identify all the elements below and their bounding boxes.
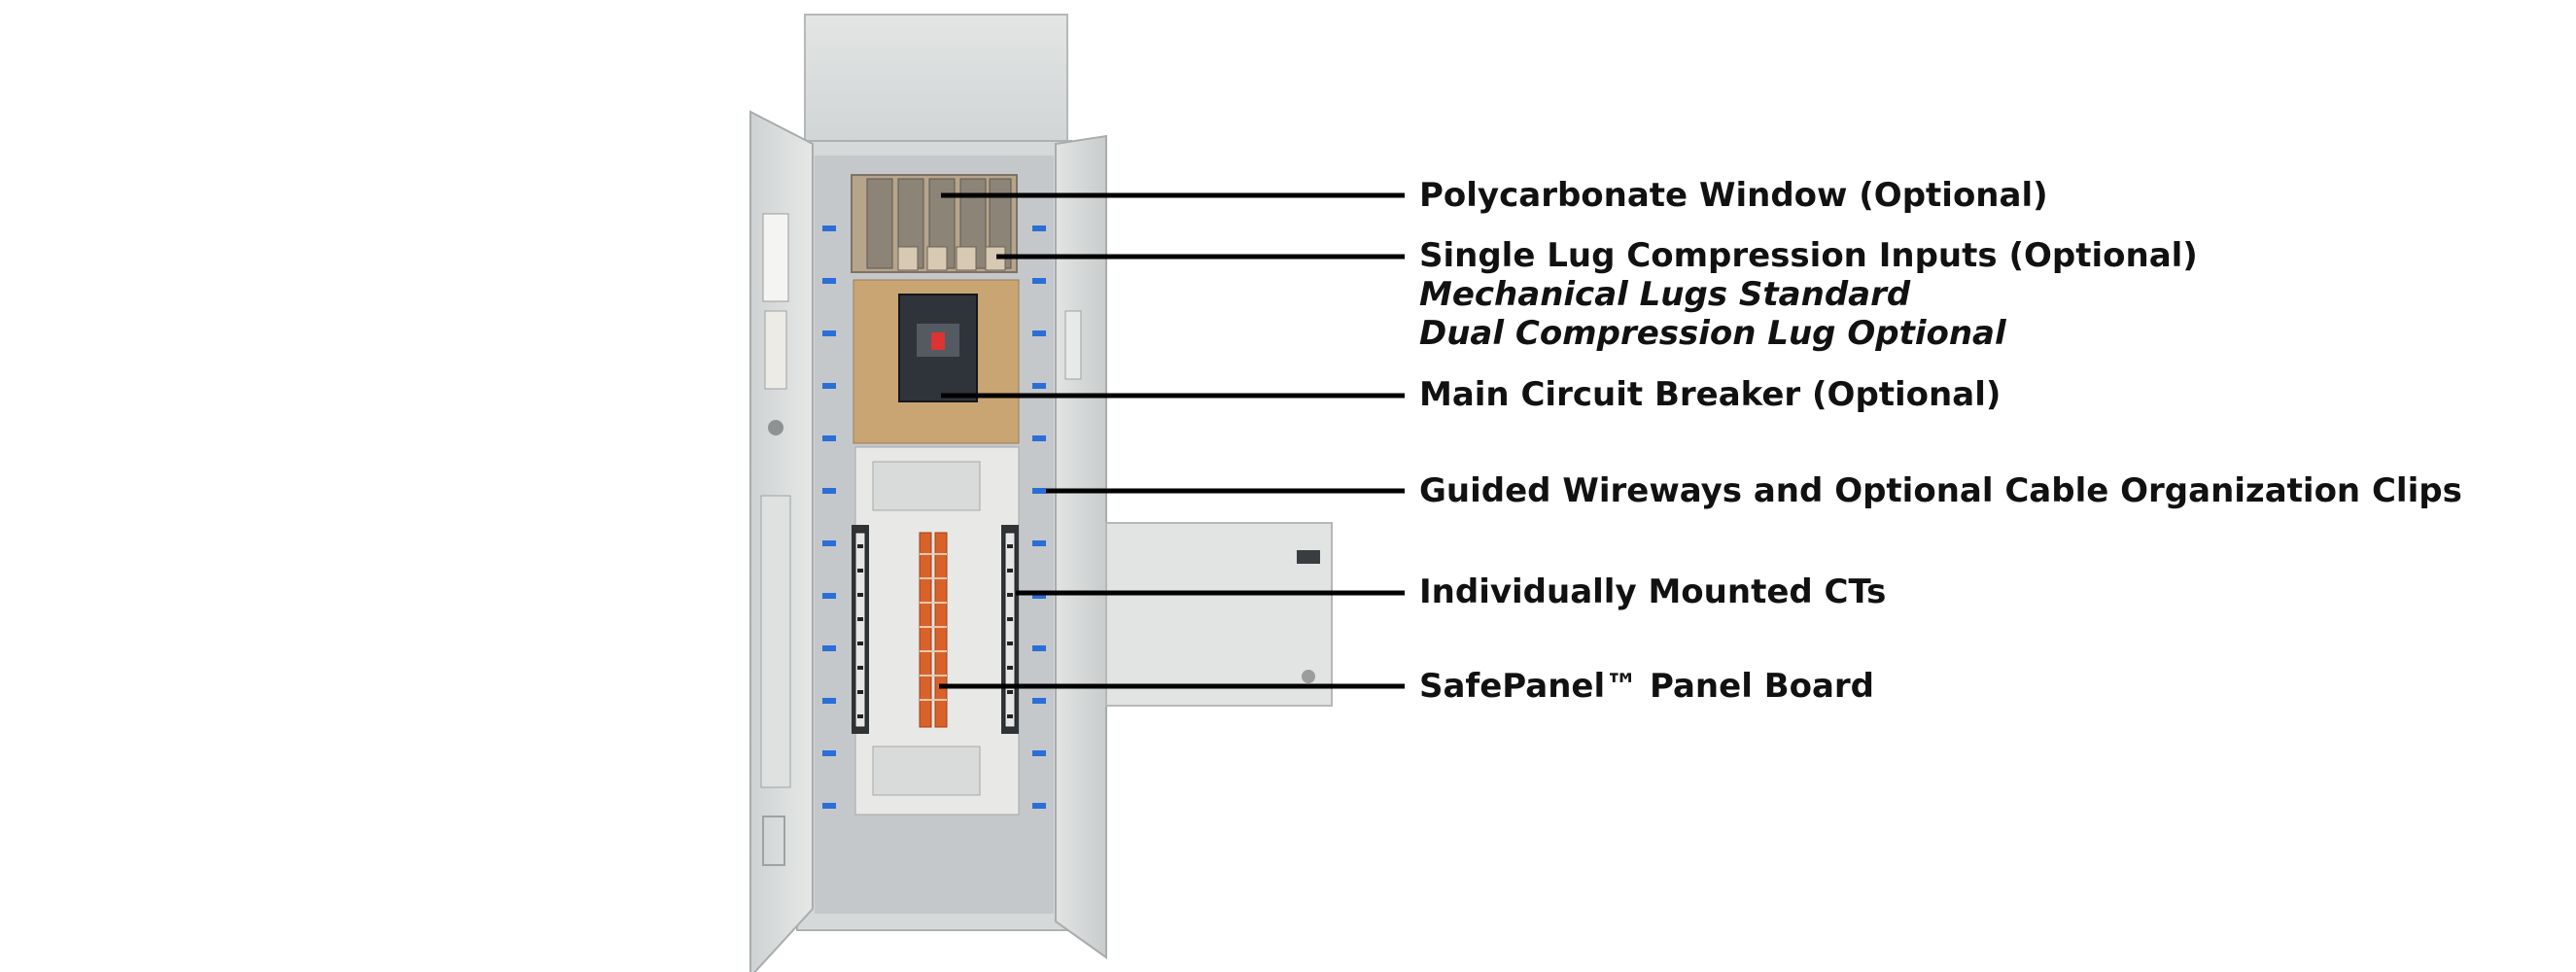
callout-lug-compression: Single Lug Compression Inputs (Optional) xyxy=(1419,236,2198,275)
breaker-indicator xyxy=(931,332,945,350)
panel-top-cover xyxy=(872,461,981,511)
panel-bottom-cover xyxy=(872,746,981,796)
cable-organization-clips xyxy=(822,226,1046,809)
door-label-sheet xyxy=(762,213,789,302)
callout-wireways: Guided Wireways and Optional Cable Organ… xyxy=(1419,471,2462,510)
ct-strip-right xyxy=(1001,525,1019,734)
door-hinge-latch xyxy=(768,420,783,435)
ct-strip-left xyxy=(852,525,869,734)
leader-lines xyxy=(939,192,1405,689)
side-box-lock xyxy=(1302,670,1315,683)
callout-cts: Individually Mounted CTs xyxy=(1419,573,1887,611)
callout-dual-lug: Dual Compression Lug Optional xyxy=(1419,314,2006,353)
enclosure-top-hood xyxy=(804,14,1068,142)
breaker-lines xyxy=(920,553,947,701)
door-label-sheet-2 xyxy=(764,310,787,390)
right-door-bracket xyxy=(1064,310,1082,380)
callout-mechanical-lugs: Mechanical Lugs Standard xyxy=(1419,275,1911,314)
door-directory-card xyxy=(760,495,791,788)
ct-ticks xyxy=(857,544,1013,718)
callout-polycarbonate-window: Polycarbonate Window (Optional) xyxy=(1419,176,2048,215)
side-extension-box xyxy=(1105,522,1333,707)
door-handle xyxy=(762,816,785,866)
callout-panel-board: SafePanel™ Panel Board xyxy=(1419,667,1875,706)
right-door xyxy=(1055,134,1107,959)
branch-breakers xyxy=(919,532,948,728)
callout-main-breaker: Main Circuit Breaker (Optional) xyxy=(1419,375,2002,414)
side-box-latch xyxy=(1297,550,1320,564)
compression-lugs xyxy=(897,246,1006,271)
